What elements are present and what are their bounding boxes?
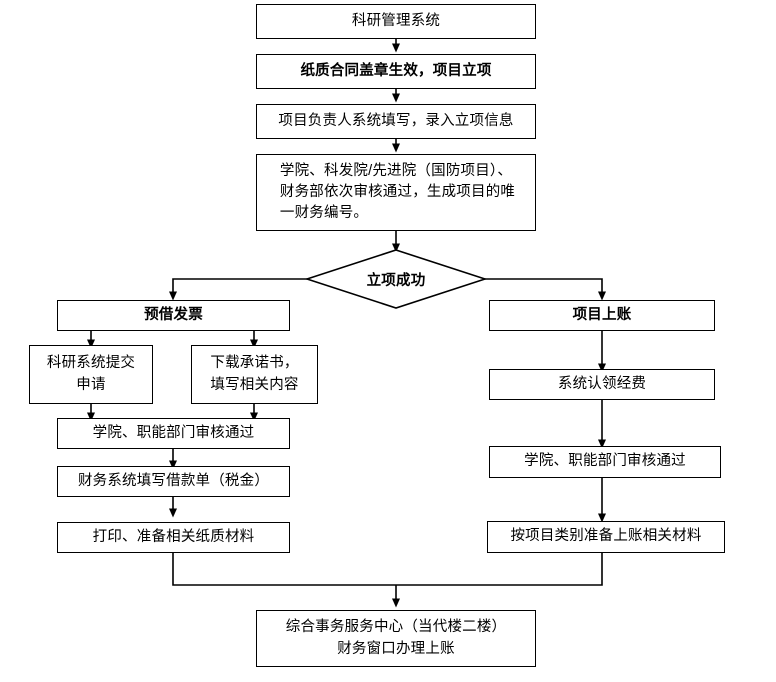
node-review-label: 学院、科发院/先进院（国防项目）、 财务部依次审核通过，生成项目的唯 一财务编号… xyxy=(279,162,516,221)
node-system-label: 科研管理系统 xyxy=(351,12,441,29)
node-right-branch-label: 项目上账 xyxy=(572,306,632,323)
node-left-branch-label: 预借发票 xyxy=(144,306,203,323)
node-right-claim: 系统认领经费 xyxy=(489,369,715,400)
node-system: 科研管理系统 xyxy=(256,4,536,39)
node-left-a-label: 科研系统提交 申请 xyxy=(46,355,136,393)
node-contract-label: 纸质合同盖章生效，项目立项 xyxy=(300,62,492,79)
node-left-print: 打印、准备相关纸质材料 xyxy=(57,522,290,553)
node-left-print-label: 打印、准备相关纸质材料 xyxy=(92,528,255,545)
node-decision-label: 立项成功 xyxy=(366,272,426,289)
node-fill-info: 项目负责人系统填写，录入立项信息 xyxy=(256,104,536,139)
node-left-loan-label: 财务系统填写借款单（税金） xyxy=(77,472,270,489)
node-left-b-label: 下载承诺书， 填写相关内容 xyxy=(210,355,299,393)
node-left-b: 下载承诺书， 填写相关内容 xyxy=(191,345,318,404)
node-right-approval: 学院、职能部门审核通过 xyxy=(489,446,721,478)
node-review: 学院、科发院/先进院（国防项目）、 财务部依次审核通过，生成项目的唯 一财务编号… xyxy=(256,154,536,231)
node-left-a: 科研系统提交 申请 xyxy=(29,345,153,404)
node-left-branch: 预借发票 xyxy=(57,300,290,331)
node-left-approval: 学院、职能部门审核通过 xyxy=(57,418,290,449)
node-right-branch: 项目上账 xyxy=(489,300,715,331)
node-contract: 纸质合同盖章生效，项目立项 xyxy=(256,54,536,89)
node-left-approval-label: 学院、职能部门审核通过 xyxy=(92,424,255,441)
node-decision: 立项成功 xyxy=(306,249,486,309)
node-right-prepare: 按项目类别准备上账相关材料 xyxy=(487,521,725,553)
node-final-label: 综合事务服务中心（当代楼二楼） 财务窗口办理上账 xyxy=(285,619,507,657)
node-right-claim-label: 系统认领经费 xyxy=(557,375,647,392)
node-right-prepare-label: 按项目类别准备上账相关材料 xyxy=(510,528,702,545)
node-final: 综合事务服务中心（当代楼二楼） 财务窗口办理上账 xyxy=(256,610,536,667)
node-left-loan: 财务系统填写借款单（税金） xyxy=(57,466,290,497)
node-fill-info-label: 项目负责人系统填写，录入立项信息 xyxy=(278,112,514,129)
node-right-approval-label: 学院、职能部门审核通过 xyxy=(524,453,686,470)
